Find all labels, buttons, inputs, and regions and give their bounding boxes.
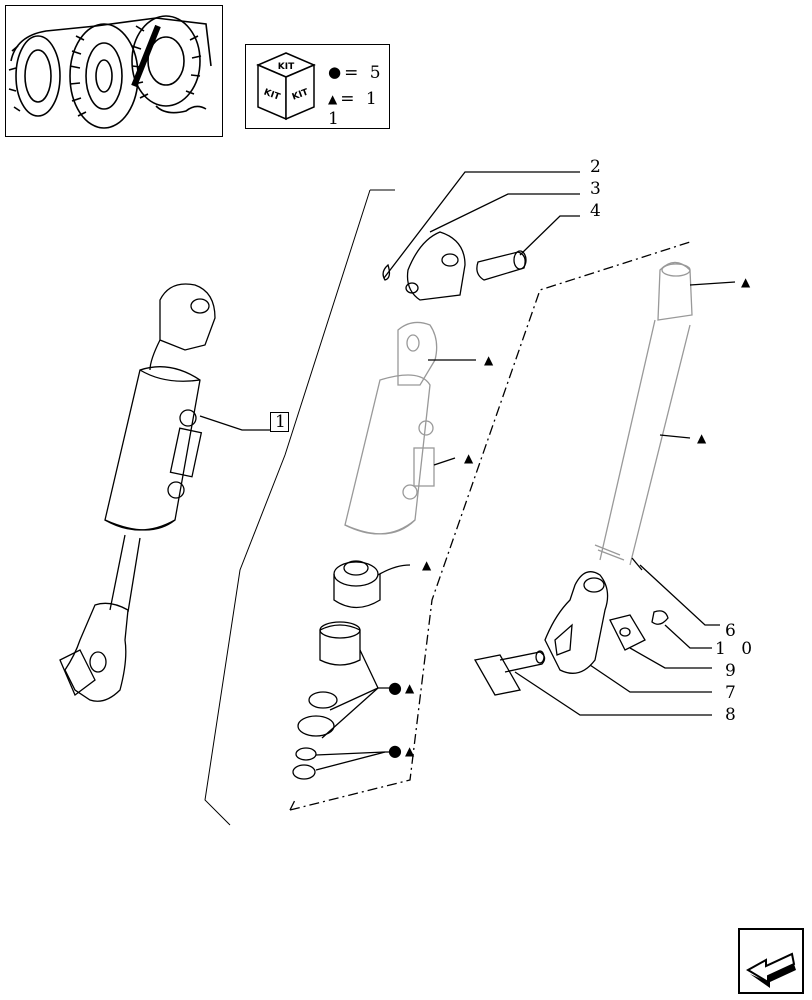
legend-triangle-count: = 1 1 xyxy=(328,89,380,129)
kit-triangle-marker: ▲ xyxy=(422,558,432,572)
kit-triangle-marker: ▲ xyxy=(697,431,707,445)
callout-8: 8 xyxy=(725,705,741,725)
kit-circle-marker: ● xyxy=(388,678,402,697)
arrow-icon xyxy=(746,952,796,988)
tractor-thumbnail xyxy=(5,5,223,137)
circle-marker: ● xyxy=(328,63,345,81)
triangle-marker: ▲ xyxy=(328,92,341,106)
callout-4: 4 xyxy=(590,201,606,221)
callout-2: 2 xyxy=(590,157,606,177)
legend-kit-triangle: ▲= 1 1 xyxy=(328,89,389,129)
callout-1: 1 xyxy=(270,412,289,432)
kit-triangle-marker: ▲ xyxy=(741,275,751,289)
callout-10: 1 0 xyxy=(715,639,758,659)
kit-legend: KIT KIT KIT ●= 5 ▲= 1 1 xyxy=(245,44,390,129)
kit-triangle-marker: ▲ xyxy=(405,681,415,695)
kit-triangle-marker: ▲ xyxy=(464,451,474,465)
callout-3: 3 xyxy=(590,179,606,199)
cylinder-assembly-drawing xyxy=(59,283,216,702)
tractor-wheel-icon xyxy=(8,15,212,129)
callout-6: 6 xyxy=(725,621,741,641)
callout-7: 7 xyxy=(725,683,741,703)
kit-triangle-marker: ▲ xyxy=(484,353,494,367)
kit-top-label: KIT xyxy=(278,62,295,72)
callout-9: 9 xyxy=(725,661,741,681)
arrow-navigation-icon[interactable] xyxy=(738,928,804,994)
legend-kit-circle: ●= 5 xyxy=(328,63,384,83)
legend-circle-count: = 5 xyxy=(344,63,384,83)
kit-cube-icon: KIT KIT KIT xyxy=(256,52,316,121)
kit-triangle-marker: ▲ xyxy=(405,744,415,758)
kit-circle-marker: ● xyxy=(388,741,402,760)
